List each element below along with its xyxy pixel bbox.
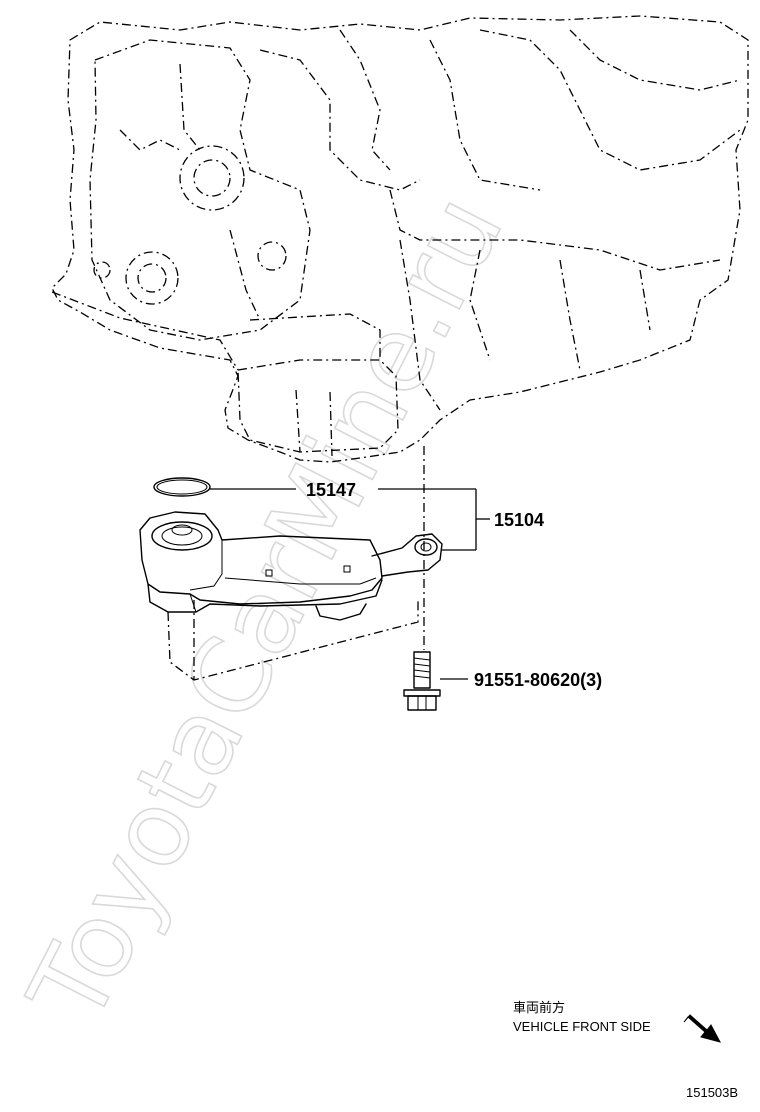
strainer-assy-bracket: [378, 488, 490, 551]
figure-id: 151503B: [686, 1085, 738, 1100]
engine-block: [51, 15, 749, 463]
vehicle-front-label-en: VEHICLE FRONT SIDE: [513, 1019, 651, 1034]
watermark-text: ToyotaCarMine.ru: [5, 176, 527, 1042]
arrow-down-right-icon: [683, 1014, 721, 1043]
o-ring-part: [153, 477, 211, 497]
flange-bolt-part: [403, 651, 441, 711]
strainer-assy-part-number: 15104: [494, 510, 544, 530]
vehicle-front-label-jp: 車両前方: [513, 1000, 565, 1015]
oil-strainer-part: [139, 511, 443, 621]
bolt-part-number: 91551-80620(3): [474, 670, 602, 690]
o-ring-part-number: 15147: [306, 480, 356, 500]
